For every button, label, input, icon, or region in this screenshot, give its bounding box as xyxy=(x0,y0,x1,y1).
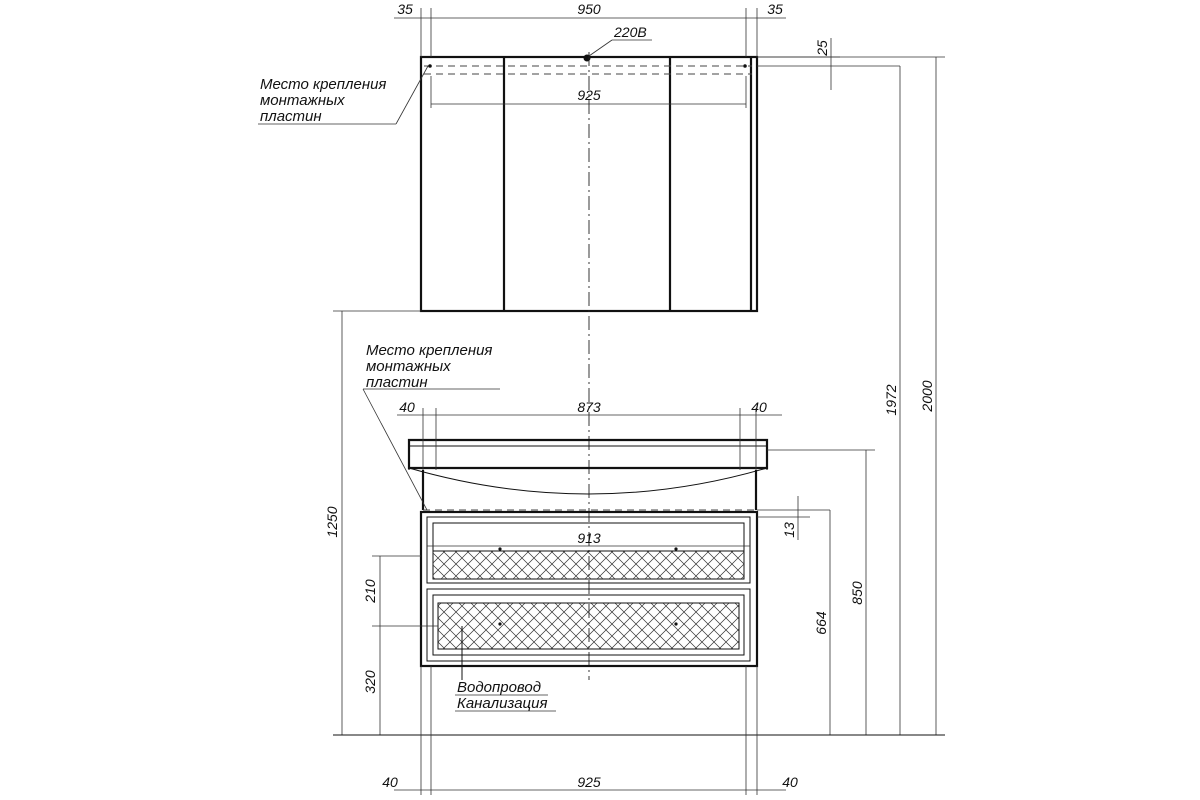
water-note: Водопровод xyxy=(457,679,541,696)
vanity-dimensions: Место крепления монтажных пластин 40 873… xyxy=(324,56,945,795)
cabinet-mount-note-3: пластин xyxy=(260,108,322,125)
dim-850: 850 xyxy=(849,581,865,605)
vanity-unit xyxy=(407,438,769,668)
cabinet-dimensions: 35 950 35 220В 25 925 Место крепления мо… xyxy=(258,1,900,125)
dim-40-left: 40 xyxy=(399,399,415,415)
dim-320: 320 xyxy=(362,670,378,694)
dim-873: 873 xyxy=(577,399,601,415)
sewer-note: Канализация xyxy=(457,695,548,712)
cabinet-mount-note-1: Место крепления xyxy=(260,76,386,93)
dim-top-left: 35 xyxy=(397,1,413,17)
vanity-mount-note-2: монтажных xyxy=(366,358,451,375)
cabinet-mount-note-2: монтажных xyxy=(260,92,345,109)
vanity-mount-note-3: пластин xyxy=(366,374,428,391)
dim-1972: 1972 xyxy=(883,384,899,415)
vanity-mount-note-1: Место крепления xyxy=(366,342,492,359)
dim-913: 913 xyxy=(577,530,601,546)
dim-210: 210 xyxy=(362,579,378,604)
dim-25: 25 xyxy=(814,40,830,57)
dim-top-mid: 950 xyxy=(577,1,601,17)
dim-2000: 2000 xyxy=(919,380,935,412)
dim-1250: 1250 xyxy=(324,506,340,537)
dim-664: 664 xyxy=(813,611,829,635)
dim-13: 13 xyxy=(781,522,797,538)
dim-top-right: 35 xyxy=(767,1,783,17)
dim-bottom-925: 925 xyxy=(577,774,601,790)
dim-bottom-40-left: 40 xyxy=(382,774,398,790)
dim-bottom-40-right: 40 xyxy=(782,774,798,790)
dim-40-right: 40 xyxy=(751,399,767,415)
socket-label: 220В xyxy=(613,24,647,40)
